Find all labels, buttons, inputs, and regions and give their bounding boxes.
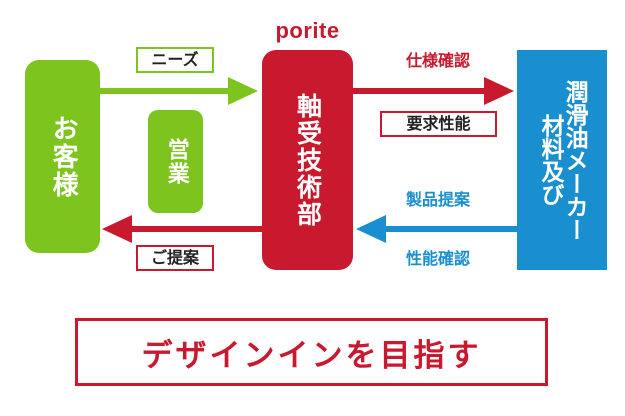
bearing-engineering-label: 軸受技術部 [293,92,323,228]
product-proposal-label: 製品提案 [405,190,470,209]
customer-label: お客様 [48,114,79,199]
performance-check-label: 性能確認 [405,249,470,268]
product-arrow-head [356,215,386,243]
spec-arrow-head [484,77,514,105]
needs-arrow-head [228,77,258,105]
requirements-label: 要求性能 [380,111,497,137]
maker-node: 材料及び 潤滑油メーカー [517,50,607,270]
proposal-label: ご提案 [136,245,214,271]
spec-check-label: 仕様確認 [405,51,470,70]
goal-banner: デザインインを目指す [75,318,548,386]
maker-label-line-1: 材料及び [537,114,563,206]
customer-node: お客様 [25,60,100,253]
needs-label: ニーズ [136,47,214,73]
sales-node: 営業 [148,110,203,213]
maker-label-line-2: 潤滑油メーカー [561,79,588,241]
proposal-arrow-head [102,215,132,243]
bearing-engineering-node: 軸受技術部 [262,50,353,270]
goal-text: デザインインを目指す [141,337,482,374]
sales-label: 営業 [163,137,189,186]
porite-logo: porite [275,18,340,43]
